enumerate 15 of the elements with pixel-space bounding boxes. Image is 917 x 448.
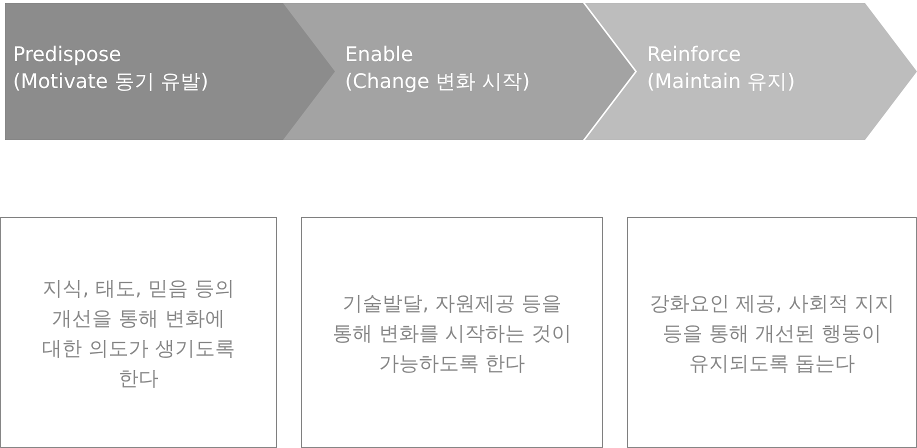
process-step xyxy=(585,3,917,140)
description-box xyxy=(627,217,917,448)
description-text: 기술발달, 자원제공 등을 통해 변화를 시작하는 것이 가능하도록 한다 xyxy=(331,290,573,376)
stage-title: Enable xyxy=(345,41,414,68)
stage-title: Predispose xyxy=(13,41,122,68)
stage-title: Reinforce xyxy=(647,41,741,68)
stage-subtitle: (Change 변화 시작) xyxy=(345,68,530,95)
stage-subtitle: (Motivate 동기 유발) xyxy=(13,68,208,95)
description-text: 지식, 태도, 믿음 등의 개선을 통해 변화에 대한 의도가 생기도록 한다 xyxy=(41,274,236,392)
description-box xyxy=(301,217,603,448)
description-box xyxy=(0,217,277,448)
description-text: 강화요인 제공, 사회적 지지 등을 통해 개선된 행동이 유지되도록 돕는다 xyxy=(648,290,896,376)
process-step xyxy=(283,3,635,140)
stage-subtitle: (Maintain 유지) xyxy=(647,68,796,95)
process-step xyxy=(5,3,337,140)
